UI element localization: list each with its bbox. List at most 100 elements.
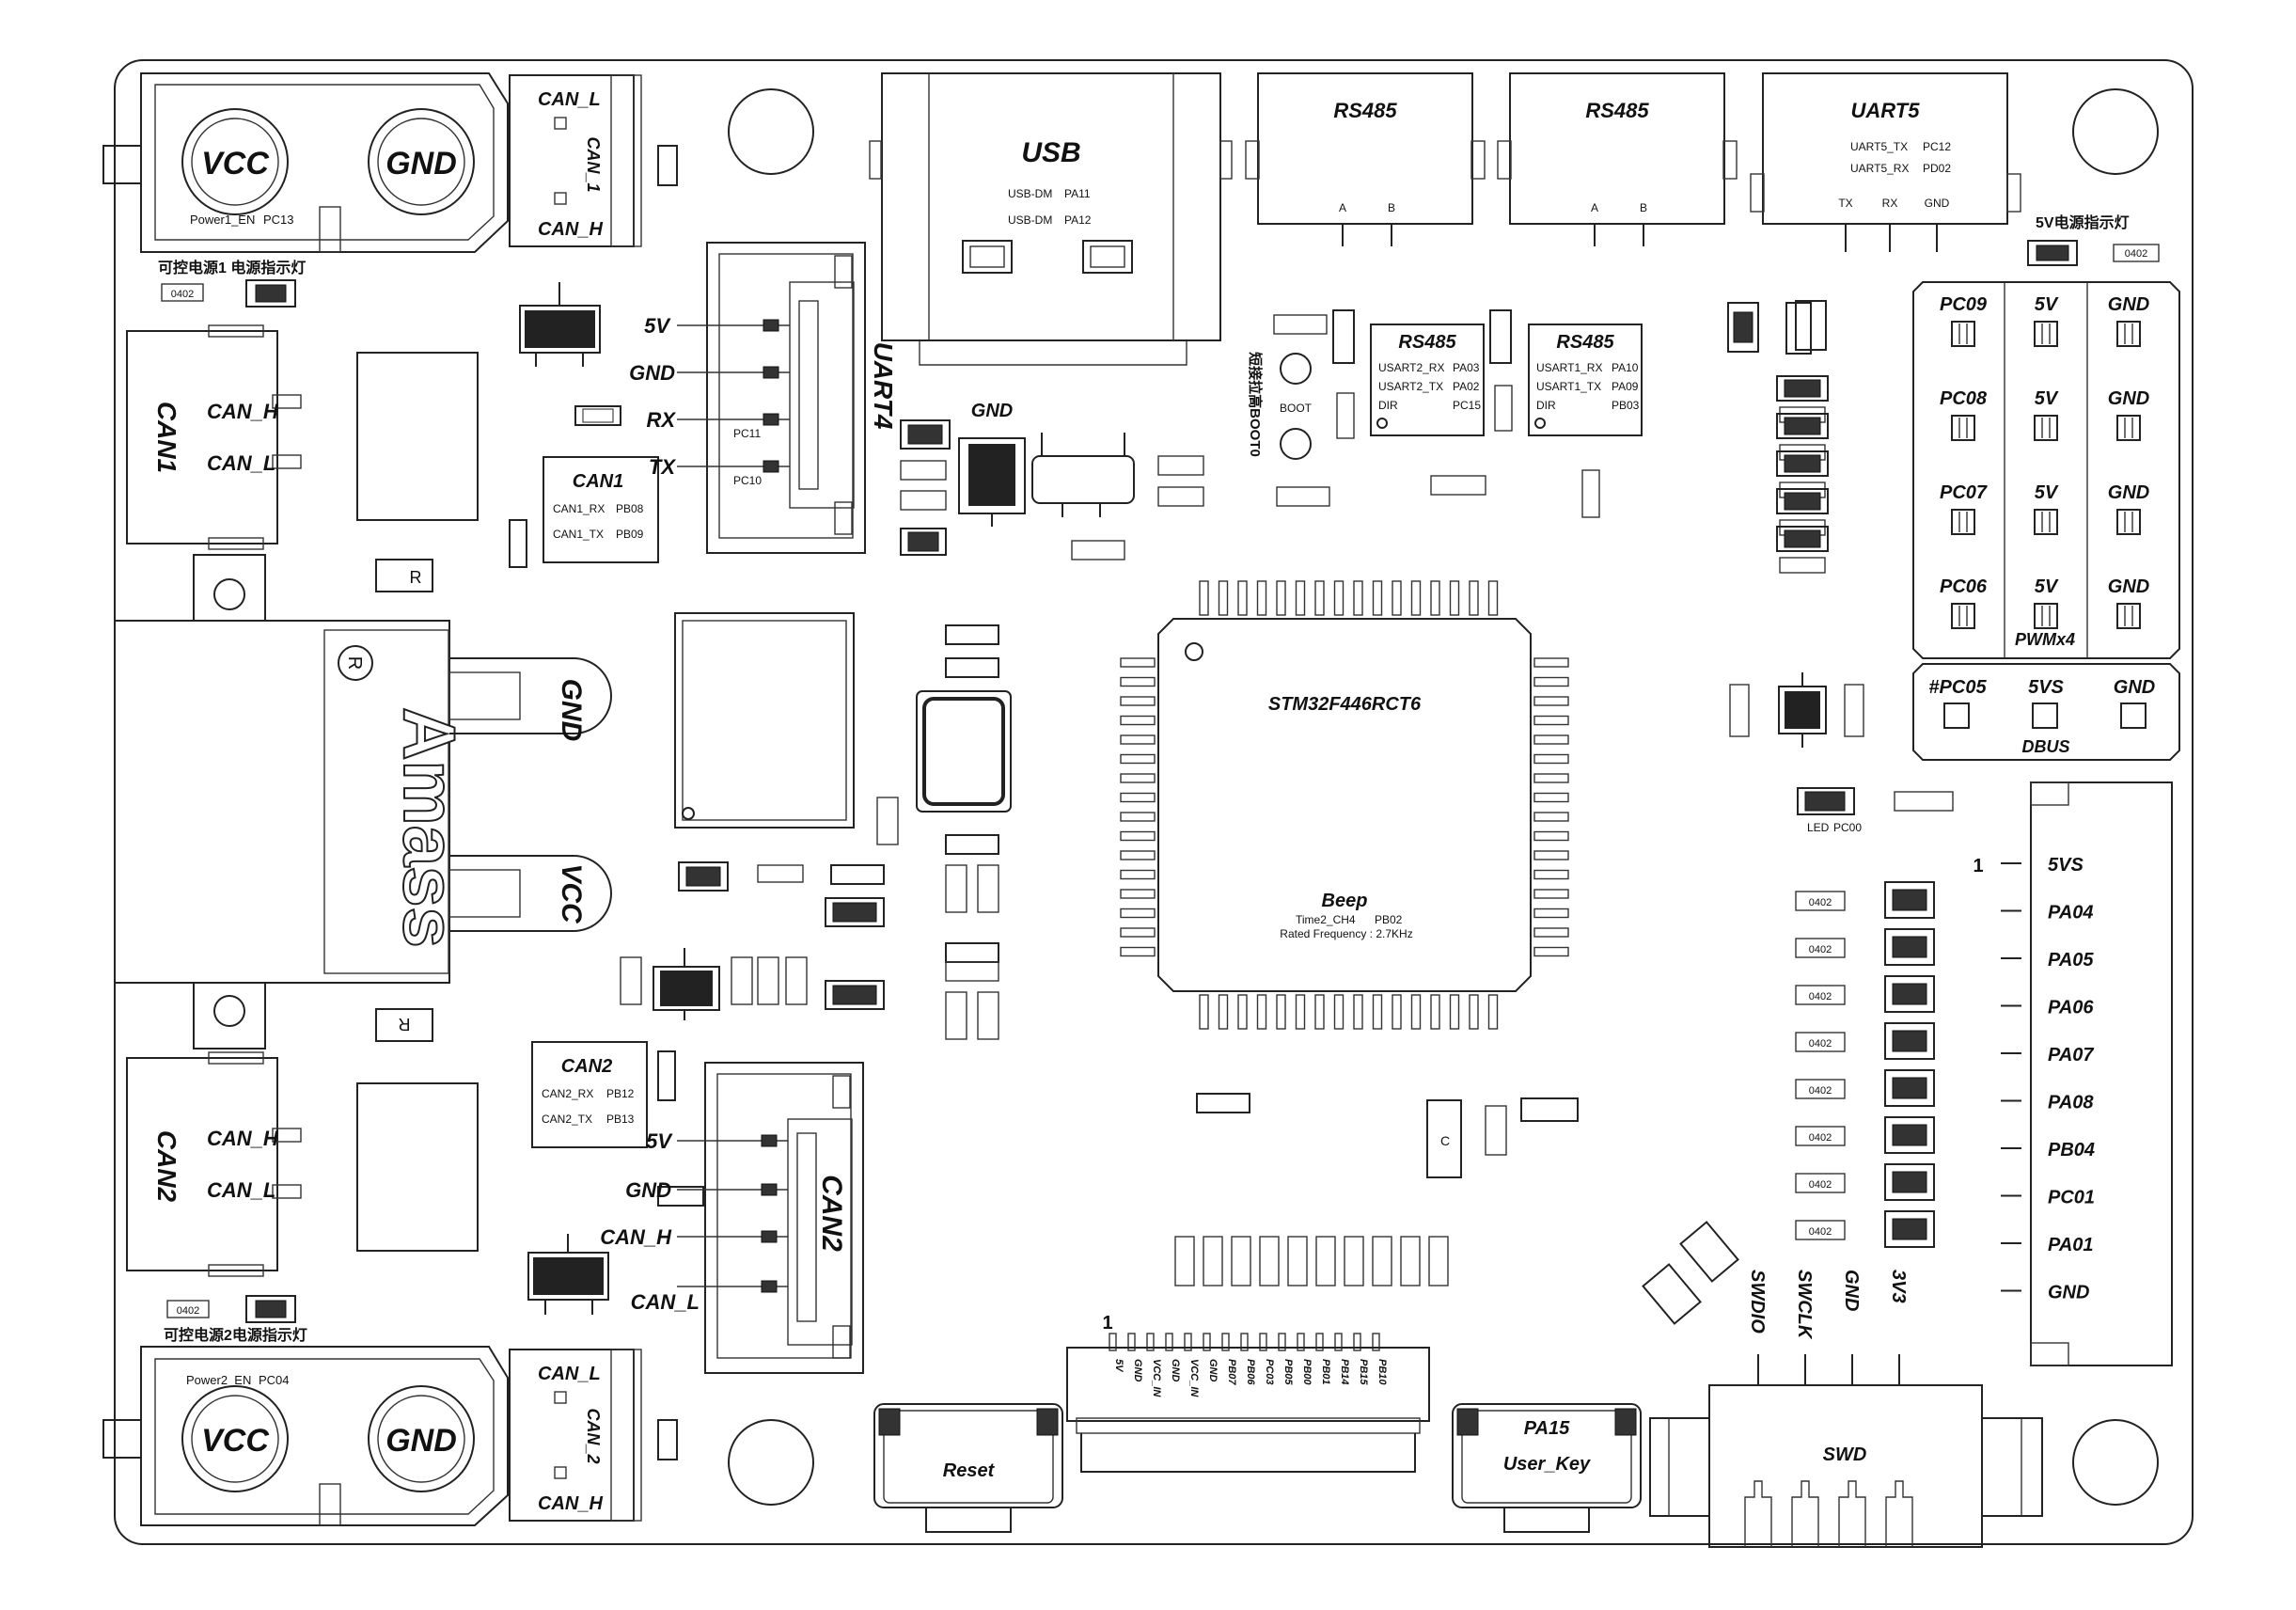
dbus-header: #PC05 5VS GND DBUS (1912, 663, 2180, 761)
fpc-pin (1109, 1333, 1117, 1351)
amass-gnd: GND (556, 679, 587, 742)
fpc-pin (1278, 1333, 1286, 1351)
pwm-pin-label: GND (2108, 482, 2149, 503)
led-body (1892, 936, 1927, 958)
fpc-pin (1372, 1333, 1380, 1351)
mcu-pin (1120, 830, 1156, 842)
rs485-connector-2: RS485 A B (1497, 72, 1738, 246)
mcu-pin (1533, 715, 1569, 726)
pwm-pin-pad (1951, 415, 1975, 441)
mcu-pin (1120, 889, 1156, 899)
power2-vcc-label: VCC (201, 1423, 269, 1459)
fpc-pin-label: PB15 (1358, 1359, 1369, 1385)
swd-pin-slot (1744, 1480, 1772, 1547)
swd-pin-label: 3V3 (1888, 1270, 1909, 1303)
power1-en-pin: PC13 (263, 213, 294, 227)
mcu-pin (1372, 580, 1383, 616)
reset-label: Reset (943, 1460, 996, 1481)
crystal-oscillator (916, 690, 1012, 813)
resistor-0402 (1795, 1220, 1846, 1240)
uart5-tx-label: UART5_TX (1850, 140, 1908, 153)
can2-transceiver: CAN2 CAN2_RX PB12 CAN2_TX PB13 (531, 1041, 648, 1148)
swd-pin-slot (1791, 1480, 1819, 1547)
mcu-pin (1333, 580, 1345, 616)
regulator-bottom (527, 1234, 609, 1315)
resistor-0402 (1795, 985, 1846, 1005)
ext-pin1-marker: 1 (1973, 856, 1983, 876)
power2-indicator-note: 可控电源2电源指示灯 (164, 1326, 307, 1344)
rs485-chip1-title: RS485 (1556, 332, 1614, 353)
cap-label: C (1440, 1133, 1450, 1148)
board-outline (114, 59, 2194, 1545)
can1-chip-rx: CAN1_RX (553, 502, 605, 515)
power1-en-label: Power1_EN (190, 213, 255, 227)
gnd-testpoint-label: GND (971, 401, 1013, 421)
rs485-2-a: A (1591, 201, 1598, 214)
ext-pin-label: PA07 (2048, 1045, 2094, 1065)
led-body (1892, 1124, 1927, 1146)
user-key-pin: PA15 (1524, 1418, 1570, 1439)
mcu-chip: STM32F446RCT6 Beep Time2_CH4 PB02 Rated … (1120, 580, 1569, 1030)
can2-chip-title: CAN2 (561, 1056, 612, 1077)
uart4-pin-5v: 5V (644, 314, 671, 338)
led-body (1784, 379, 1821, 398)
power2-gnd-label: GND (385, 1423, 457, 1459)
can2-hdr-5v: 5V (646, 1129, 673, 1153)
resistor-0402 (1795, 1032, 1846, 1052)
rs485-2-b: B (1640, 201, 1647, 214)
fpc-pin-label: PC03 (1264, 1359, 1275, 1385)
resistor-0402 (1400, 1236, 1421, 1286)
fpc-pin (1165, 1333, 1173, 1351)
rs485-1-a: A (1339, 201, 1346, 214)
r0402-label: 0402 (1809, 1179, 1832, 1191)
mounting-holes (728, 88, 2159, 1506)
pwm-pin-pad (2034, 415, 2058, 441)
uart5-p3: GND (1925, 197, 1950, 210)
power1-gnd-label: GND (385, 146, 457, 182)
dbus-pin-1: #PC05 (1928, 677, 1987, 698)
can2-port-name: CAN2 (152, 1130, 181, 1203)
fpc-pin (1297, 1333, 1305, 1351)
pwm-pin-pad (2116, 509, 2141, 535)
mcu-pins-top (1199, 580, 1499, 616)
pwm-label: PWMx4 (2015, 630, 2075, 649)
r0402-label: 0402 (1809, 1226, 1832, 1238)
resistor-0402 (1203, 1236, 1223, 1286)
can2-port-h: CAN_H (207, 1127, 279, 1150)
mcu-pin (1533, 734, 1569, 745)
resistor-0402 (1259, 1236, 1280, 1286)
fpc-pin (1203, 1333, 1211, 1351)
can1-terminal-switch: CAN_L CAN_H CAN_1 (509, 74, 678, 247)
user-key-button[interactable]: PA15 User_Key (1452, 1403, 1642, 1533)
user-led-pin: PC00 (1833, 821, 1862, 834)
resistor-0402 (1174, 1236, 1195, 1286)
uart4-name: UART4 (869, 342, 898, 430)
can1-term-name: CAN_1 (584, 136, 603, 192)
fpc-pin (1259, 1333, 1267, 1351)
mcu-pin (1276, 580, 1286, 616)
led-body (1784, 492, 1821, 511)
pwm-pin-pad (2034, 321, 2058, 347)
uart4-pin-rx: RX (646, 408, 676, 432)
mcu-pin (1120, 657, 1156, 668)
rs485-chip2-title: RS485 (1398, 332, 1456, 353)
can2-term-name: CAN_2 (584, 1408, 603, 1463)
mcu-pin (1430, 994, 1440, 1030)
regulator-top (519, 282, 601, 367)
rs485-chip2-l2: USART2_TX (1378, 380, 1443, 393)
usb-dp-pin: PA12 (1064, 213, 1092, 227)
mcu-pin (1449, 994, 1460, 1030)
pwm-pin-label: PC09 (1940, 294, 1988, 315)
mcu-pins-left (1120, 657, 1156, 957)
rs485-chip1-p3: PB03 (1612, 399, 1640, 412)
resistor-0402 (1287, 1236, 1308, 1286)
swd-pin-slot (1838, 1480, 1866, 1547)
amass-vcc: VCC (556, 863, 587, 924)
reset-button[interactable]: Reset (873, 1403, 1063, 1533)
mcu-pin (1533, 676, 1569, 687)
rs485-chip2-p2: PA02 (1453, 380, 1480, 393)
mcu-pin (1430, 580, 1440, 616)
rs485-chip1-l2: USART1_TX (1536, 380, 1601, 393)
